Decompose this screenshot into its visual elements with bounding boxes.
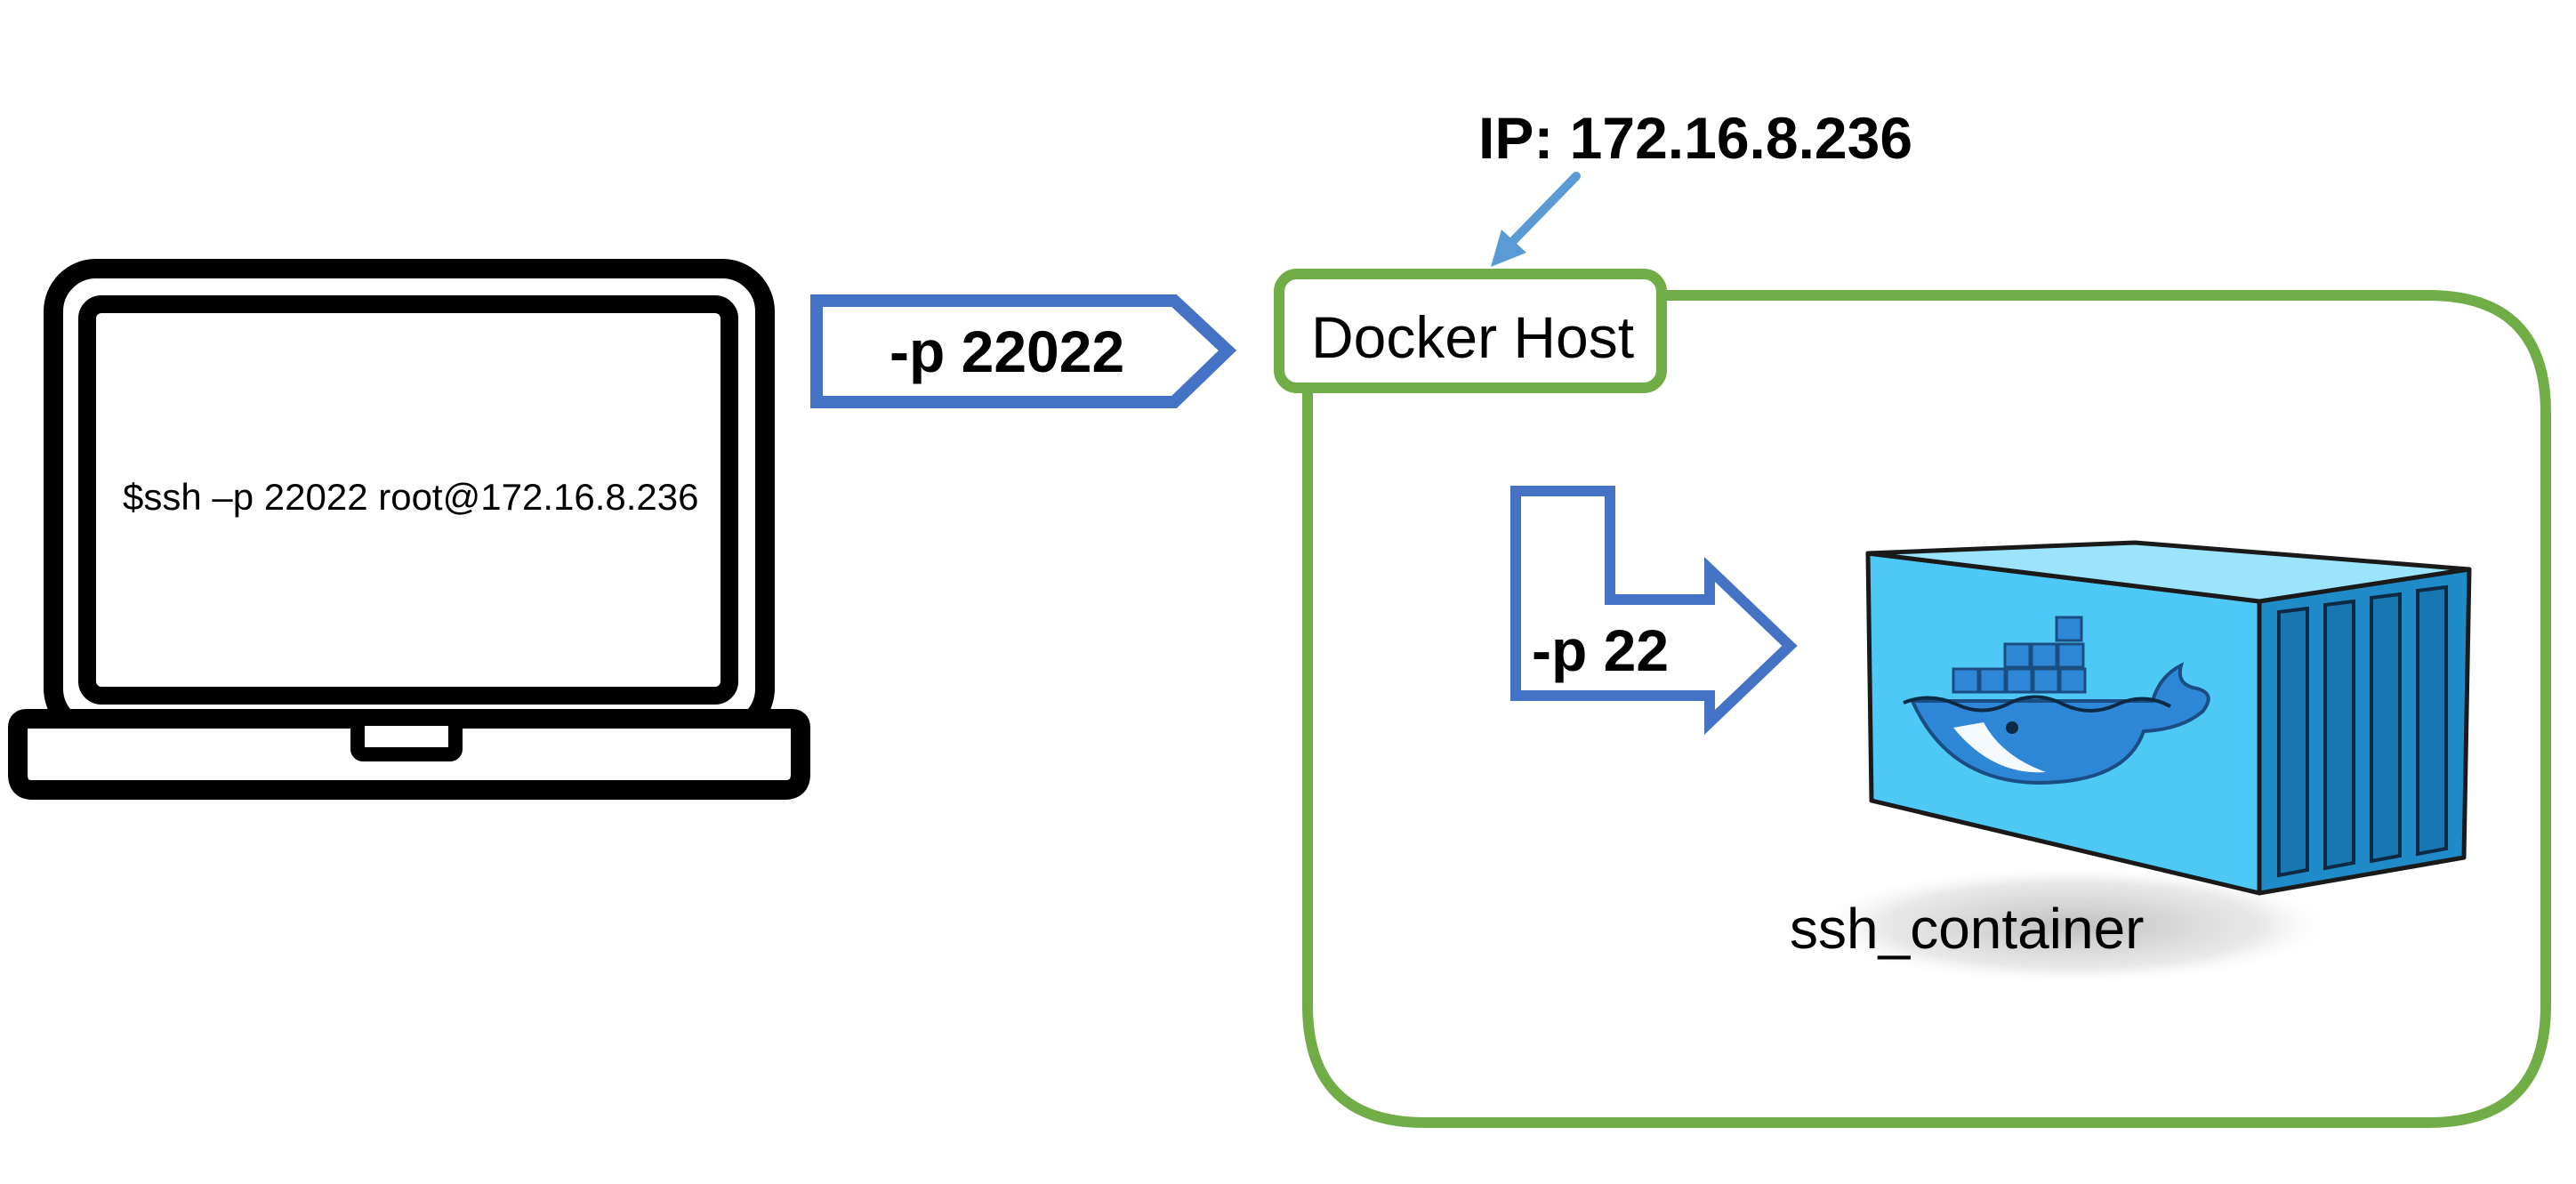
docker-host-ip-label: IP: 172.16.8.236: [1478, 105, 1913, 171]
ip-pointer-arrow: [1491, 172, 1581, 267]
laptop-icon: [8, 259, 810, 800]
host-port-arrow: [810, 294, 1237, 408]
shipping-container-icon: [1865, 540, 2472, 896]
docker-whale-icon: [1903, 616, 2210, 785]
host-port-arrow-label: -p 22022: [890, 318, 1125, 384]
laptop-ssh-command: $ssh –p 22022 root@172.16.8.236: [123, 476, 699, 518]
container-shadow: [1806, 865, 2339, 986]
docker-host-boundary: [1302, 290, 2551, 1128]
docker-host-title: Docker Host: [1311, 304, 1635, 370]
container-port-arrow-label: -p 22: [1532, 617, 1670, 683]
container-name-label: ssh_container: [1790, 897, 2145, 961]
docker-host-title-box: [1274, 269, 1667, 393]
container-port-arrow: [1510, 486, 1798, 736]
